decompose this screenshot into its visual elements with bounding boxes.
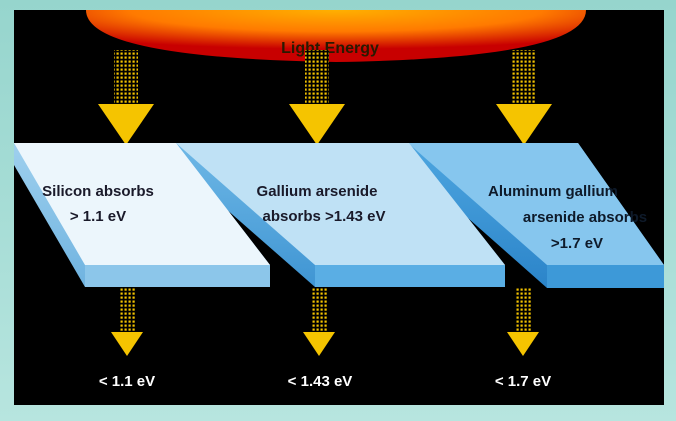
silicon-label-line2: > 1.1 eV <box>70 208 126 225</box>
outgoing-arrow-silicon <box>111 288 143 356</box>
algaas-label-line2: arsenide absorbs <box>523 209 647 226</box>
plate-silicon <box>14 143 270 287</box>
algaas-label-line1: Aluminum gallium <box>488 183 618 200</box>
light-source <box>86 10 586 62</box>
silicon-label-line1: Silicon absorbs <box>42 183 154 200</box>
algaas-label-line3: >1.7 eV <box>551 235 603 252</box>
light-source-label: Light Energy <box>281 40 379 57</box>
gaas-passes-label: < 1.43 eV <box>288 373 353 390</box>
algaas-passes-label: < 1.7 eV <box>495 373 551 390</box>
plate-gallium-arsenide <box>176 143 505 287</box>
outgoing-arrow-gallium-arsenide <box>303 288 335 356</box>
incoming-arrow-silicon <box>98 50 154 145</box>
gaas-label-line1: Gallium arsenide <box>257 183 378 200</box>
silicon-passes-label: < 1.1 eV <box>99 373 155 390</box>
plate-aluminum-gallium-arsenide <box>408 143 664 288</box>
incoming-arrow-aluminum-gallium-arsenide <box>496 50 552 145</box>
gaas-label-line2: absorbs >1.43 eV <box>263 208 386 225</box>
incoming-arrow-gallium-arsenide <box>289 50 345 145</box>
outgoing-arrow-aluminum-gallium-arsenide <box>507 288 539 356</box>
